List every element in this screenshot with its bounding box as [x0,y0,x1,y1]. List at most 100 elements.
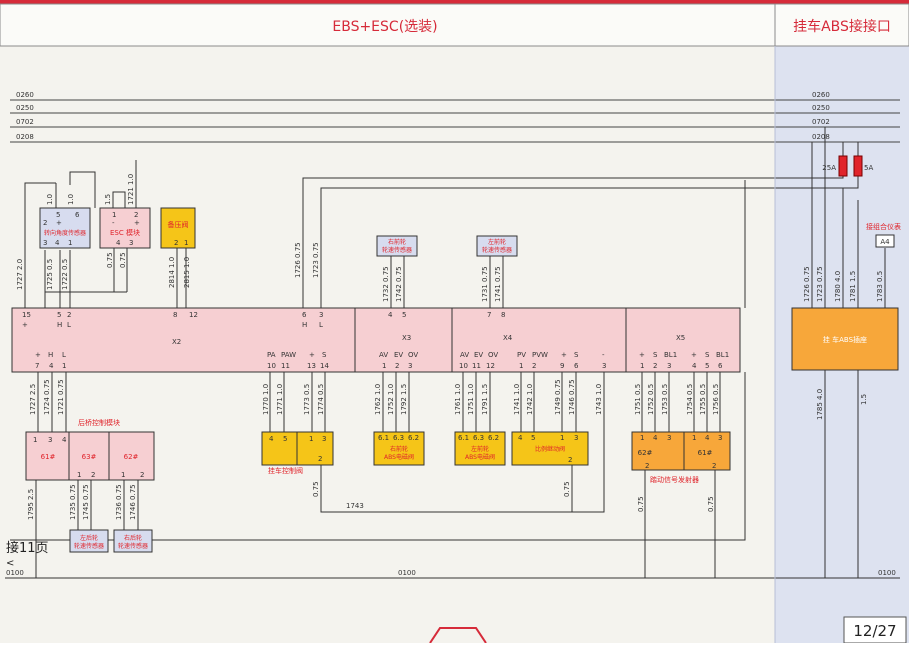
tv-w2: 1771 1.0 [276,384,284,415]
x4-sub-pv: PV [517,351,526,359]
bs-pin-1b: 1 [692,434,696,442]
fr-abs-w1: 1762 1.0 [374,384,382,415]
trailer-abs-socket: 挂 车ABS插座 1785 4.0 1.5 [791,307,899,420]
esc-module-label: ESC 模块 [110,228,140,237]
connector-x5: X5 [676,334,685,342]
fl-abs-w1: 1761 1.0 [454,384,462,415]
x2b-sub-h: H [48,351,53,359]
rear-mod-62: 62# [124,453,139,461]
x4-pin-9: 9 [560,362,564,370]
x2-sub-l: L [67,321,71,329]
bs-pin-2: 2 [645,462,649,470]
up-arrow-icon[interactable] [429,627,487,644]
x3-pin-1: 1 [382,362,386,370]
yaw-pin-3: 3 [43,239,47,247]
yaw-pin-5: 5 [56,211,60,219]
x5-sub-plus: + [639,351,645,359]
x2-pin-12: 12 [189,311,198,319]
fuse-25a [838,155,848,177]
x4-pin-8: 8 [501,311,505,319]
brake-sensor-label: 踏动信号发射器 [650,475,699,484]
tv-pin-3: 3 [322,435,326,443]
wire-lbl-8: 0.75 [106,252,114,268]
bs-pin-4: 4 [653,434,658,442]
gauge-connector: 接组合仪表 A4 [866,222,901,248]
rear-pin-c1: 1 [121,471,125,479]
esc-pin-minus: - [112,219,115,227]
wire-lbl-10: 2814 1.0 [168,257,176,288]
wire-lbl-12: 1726 0.75 [294,242,302,278]
brake-signal-sensor: 1 4 3 1 4 3 62# 61# 2 2 踏动信号发射器 1751 0.5… [631,384,731,512]
wire-lbl-2: 1.0 [67,194,75,205]
x3-pin-4: 4 [388,311,393,319]
yaw-pin-6: 6 [75,211,80,219]
link-wire-label: 1743 [346,502,364,510]
wire-lbl-21: 1781 1.5 [849,271,857,302]
fl-abs-pin-2: 6.3 [473,434,484,442]
tv-w1: 1770 1.0 [262,384,270,415]
rear-left-sensor: 左后轮 轮速传感器 [69,529,109,553]
x2-sub-h2: H [302,321,307,329]
yaw-sensor-label: 转向角度传感器 [44,229,86,237]
x4-pin-7: 7 [487,311,491,319]
top-wire-labels: 1.0 1.0 1727 2.0 1725 0.5 1722 0.5 1.5 1… [16,174,884,302]
connector-x2: X2 [172,338,181,346]
x2b-sub-paw: PAW [281,351,296,359]
bs-w6: 1756 0.5 [712,384,720,415]
trailer-abs-label: 挂 车ABS插座 [823,335,867,344]
backup-valve-label: 备压阀 [168,220,189,229]
esc-module: 1 2 - + 4 3 ESC 模块 [99,207,151,249]
bs-w2: 1752 0.5 [647,384,655,415]
fuse-25a-label: 25A [822,164,836,172]
page-number: 12/27 [853,622,896,640]
front-right-sensor-label-2: 轮速传感器 [382,246,412,254]
bs-w1: 1751 0.5 [634,384,642,415]
x4-sub-pvw: PVW [532,351,548,359]
rv-w4: 1746 0.75 [568,379,576,415]
rv-w6: 0.75 [563,481,571,497]
rear-pin-b1: 1 [77,471,81,479]
rear-right-sensor-label-2: 轮速传感器 [118,542,148,550]
fr-abs-w2: 1752 1.0 [387,384,395,415]
x3-pin-2: 2 [395,362,399,370]
relay-valve-label: 比例继动阀 [535,445,565,453]
bus-label-0702: 0702 [16,118,34,126]
rw-3: 1721 0.75 [57,379,65,415]
wire-lbl-22: 1783 0.5 [876,271,884,302]
x5-pin-3: 3 [667,362,671,370]
bs-pin-1: 1 [640,434,644,442]
fl-abs-label-1: 左前轮 [471,445,489,453]
backup-valve: 备压阀 2 1 [160,207,196,249]
wire-lbl-3: 1727 2.0 [16,259,24,290]
x4-pin-3: 3 [602,362,606,370]
bus-label-0250: 0250 [16,104,34,112]
rear-mod-63: 63# [82,453,97,461]
trailer-abs-wire-1785: 1785 4.0 [816,389,824,420]
esc-pin-1: 1 [112,211,116,219]
x5-sub-s2: S [705,351,710,359]
tv-pin-4: 4 [269,435,274,443]
tv-w4: 1774 0.5 [317,384,325,415]
x2-sub-plus: + [22,321,28,329]
bus-label-0260: 0260 [16,91,34,99]
bus-label-0250-right: 0250 [812,104,830,112]
x2b-pin-14: 14 [320,362,329,370]
x2-pin-8: 8 [173,311,177,319]
wire-lbl-11: 2815 1.0 [183,257,191,288]
rw-6: 1745 0.75 [82,484,90,520]
ecu-block: X2 X3 X4 X5 [11,307,741,373]
x5-sub-bl1: BL1 [664,351,677,359]
connect-arrow: < [6,558,14,569]
wire-lbl-5: 1722 0.5 [61,259,69,290]
rv-w1: 1741 1.0 [513,384,521,415]
wire-lbl-18: 1726 0.75 [803,266,811,302]
bs-pin-3b: 3 [718,434,722,442]
wire-lbl-14: 1732 0.75 [382,266,390,302]
rear-pin-4: 4 [62,436,67,444]
x5-pin-4: 4 [692,362,697,370]
rw-5: 1735 0.75 [69,484,77,520]
x2b-sub-plus2: + [309,351,315,359]
rear-right-sensor-label-1: 右后轮 [124,534,142,542]
bs-w3: 1753 0.5 [661,384,669,415]
